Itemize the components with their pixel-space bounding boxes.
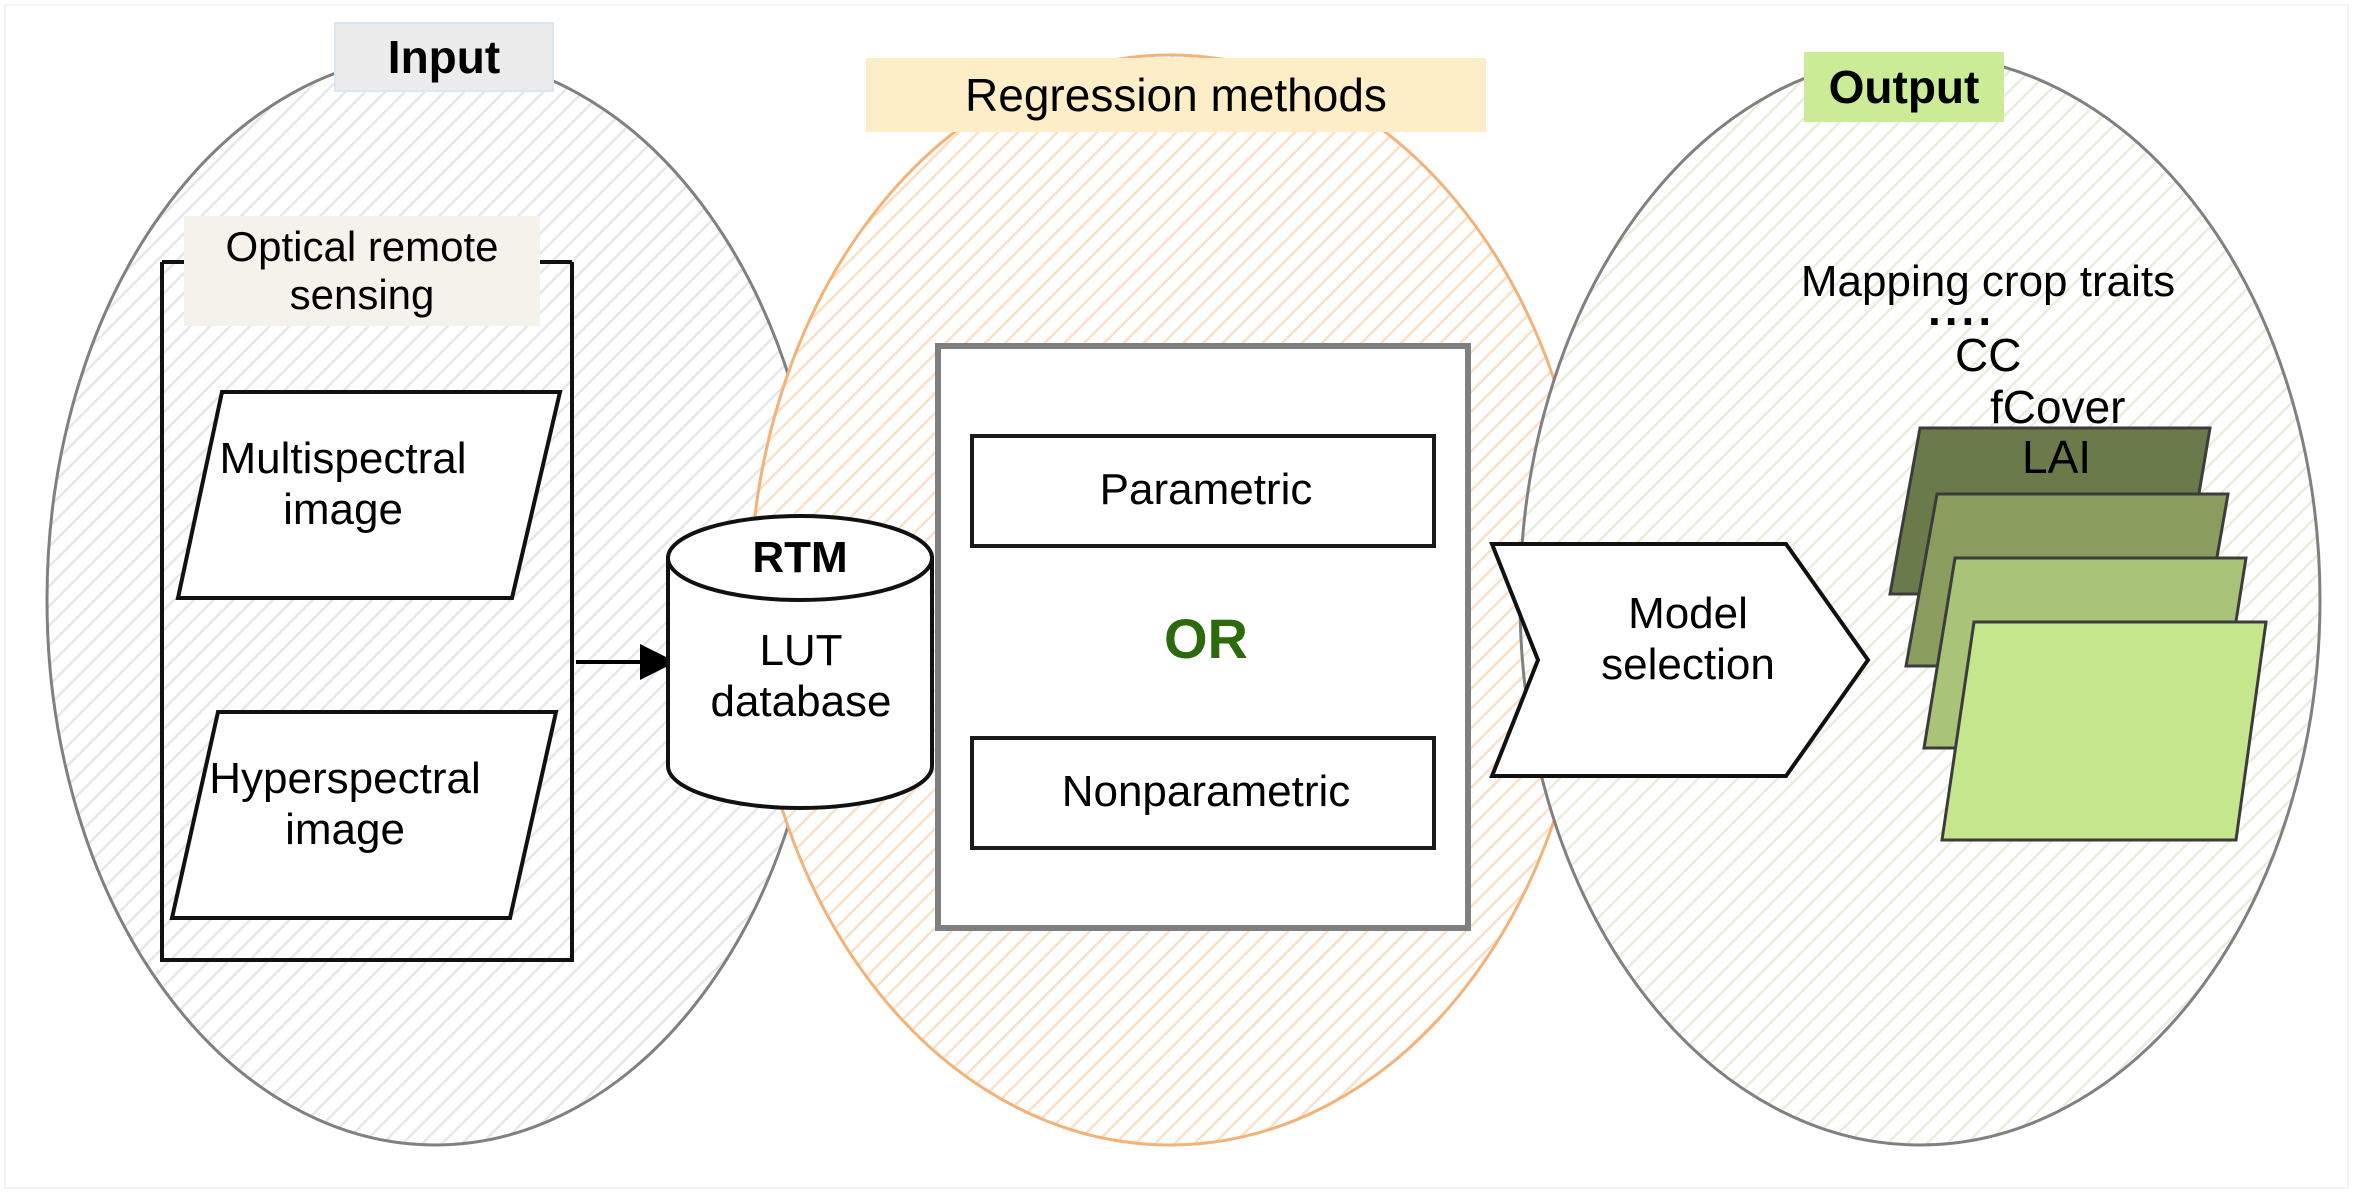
output-layer-cc-label: CC (1955, 329, 2022, 381)
model-selection-label: Model selection (1601, 589, 1775, 689)
output-layer-dots-label: .... (1928, 283, 1996, 335)
nonparametric-label: Nonparametric (1061, 766, 1351, 816)
badge-regression-methods: Regression methods (866, 58, 1486, 132)
badge-input: Input (334, 22, 554, 92)
hyperspectral-image-label: Hyperspectral image (209, 754, 481, 854)
database-top-label: RTM (752, 532, 848, 582)
output-layer-lai-label: LAI (2022, 431, 2092, 483)
output-layer-fcover-label: fCover (1990, 381, 2126, 433)
output-layer-lai (1940, 620, 2268, 842)
multispectral-parallelogram (175, 390, 563, 600)
badge-output: Output (1804, 52, 2004, 122)
database-cylinder-body (666, 556, 934, 810)
output-caption: Mapping crop traits (1800, 256, 2176, 306)
nonparametric-box (970, 736, 1436, 850)
input-group-label: Optical remote sensing (184, 216, 540, 326)
multispectral-image-label: Multispectral image (219, 434, 467, 534)
parametric-box (970, 434, 1436, 548)
hyperspectral-parallelogram (169, 710, 559, 920)
input-group-box (160, 262, 574, 962)
model-selection-chevron (1489, 542, 1871, 778)
regression-connector-or: OR (1164, 606, 1248, 670)
database-body-label: LUT database (710, 626, 892, 726)
database-cylinder-top (666, 514, 934, 602)
parametric-label: Parametric (1099, 464, 1313, 514)
